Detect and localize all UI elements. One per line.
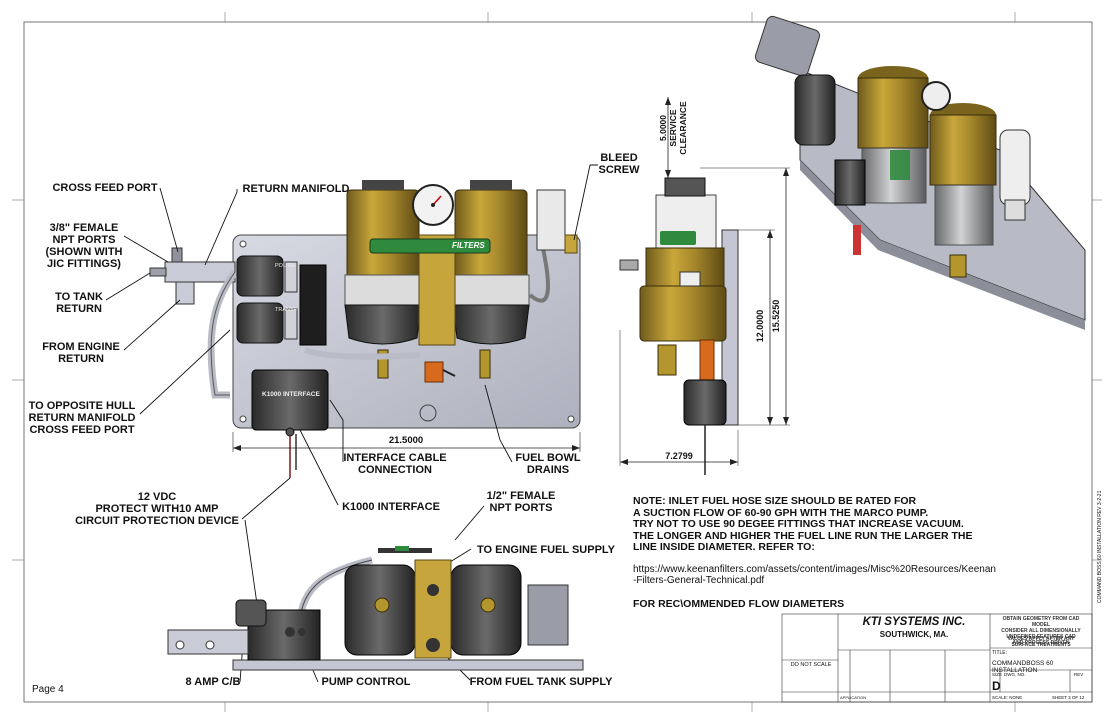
isometric-view: [754, 15, 1086, 330]
note-footer: FOR REC\OMMENDED FLOW DIAMETERS: [633, 597, 845, 610]
filters-badge-label: FILTERS: [452, 241, 485, 250]
side-code: COMMAND BOSS 60 INSTALLATION REV 3-2-21: [1097, 490, 1103, 603]
bottom-view: [167, 546, 584, 671]
company-name: KTI SYSTEMS INC.: [862, 616, 966, 628]
label-bleed-screw: BLEED SCREW: [598, 152, 640, 176]
filter-left-head: [346, 189, 420, 286]
dim-height-12-value: 12.0000: [755, 309, 765, 343]
scale-label: SCALE: NONE: [992, 695, 1023, 700]
label-npt-ports: 3/8" FEMALE NPT PORTS (SHOWN WITH JIC FI…: [45, 222, 123, 270]
company-city: SOUTHWICK, MA.: [879, 630, 949, 639]
k1000-box-label: K1000 INTERFACE: [262, 391, 320, 398]
page-label: Page 4: [32, 684, 64, 695]
dwg-label: DWG. NO.: [1004, 672, 1026, 677]
dim-depth-value: 7.2799: [665, 451, 693, 461]
dim-width-value: 21.5000: [388, 435, 424, 446]
note-line-3: TRY NOT TO USE 90 DEGEE FITTINGS THAT IN…: [633, 518, 964, 530]
side-view: [619, 97, 790, 475]
label-12vdc: 12 VDC PROTECT WITH10 AMP CIRCUIT PROTEC…: [75, 491, 239, 527]
label-pump-control: PUMP CONTROL: [321, 676, 411, 688]
valve-icon: [424, 361, 444, 383]
title-block: [781, 613, 1093, 703]
label-half-inch-ports: 1/2" FEMALE NPT PORTS: [486, 490, 556, 514]
note-url-2: -Filters-General-Technical.pdf: [633, 575, 765, 586]
sheet-border: [23, 21, 1093, 703]
label-cross-feed-port: CROSS FEED PORT: [52, 182, 158, 194]
filters-badge: [369, 238, 491, 254]
side-filter-body: [639, 285, 727, 342]
label-amp-cb: 8 AMP C/B: [185, 676, 241, 688]
rev-label: REV: [1074, 672, 1084, 677]
filter-right-bowl: [452, 304, 530, 345]
title-label: TITLE:: [992, 650, 1008, 656]
front-view: [149, 180, 581, 478]
dim-height-15-value: 15.5250: [771, 299, 781, 333]
transfer-pump: [236, 302, 284, 344]
side-pump: [683, 379, 727, 426]
iso-filter-right: [929, 114, 997, 186]
k1000-box: [251, 369, 329, 431]
polish-pump: [236, 255, 284, 297]
label-to-engine-fuel: TO ENGINE FUEL SUPPLY: [477, 544, 615, 556]
iso-filter-left: [857, 77, 929, 149]
label-fuel-bowl-drains: FUEL BOWL DRAINS: [515, 452, 581, 476]
note-line-1: NOTE: INLET FUEL HOSE SIZE SHOULD BE RAT…: [633, 495, 917, 507]
dim-service-value: 5.0000 SERVICE CLEARANCE: [658, 101, 688, 155]
label-to-tank-return: TO TANK RETURN: [55, 291, 103, 315]
label-opposite-hull: TO OPPOSITE HULL RETURN MANIFOLD CROSS F…: [28, 400, 136, 436]
fitting-icon: [374, 597, 390, 613]
do-not-scale: DO NOT SCALE: [790, 662, 832, 668]
filter-right-head: [454, 189, 528, 286]
leader-lines: [105, 164, 598, 683]
size-value: D: [992, 679, 1001, 693]
note-line-5: LINE INSIDE DIAMETER. REFER TO:: [633, 541, 815, 553]
label-return-manifold: RETURN MANIFOLD: [242, 183, 350, 195]
control-strip: [299, 264, 327, 346]
zone-ticks: [12, 12, 1102, 712]
note-block: NOTE: INLET FUEL HOSE SIZE SHOULD BE RAT…: [633, 495, 1083, 610]
note-line-2: A SUCTION FLOW OF 60-90 GPH WITH THE MAR…: [633, 506, 929, 519]
filter-left-bowl: [344, 304, 422, 345]
bottom-plate: [232, 659, 584, 671]
note-line-4: THE LONGER AND HIGHER THE FUEL LINE RUN …: [633, 529, 973, 542]
sheet-label: SHEET 3 OF 12: [1052, 695, 1085, 700]
polish-label: POLISH: [275, 263, 296, 269]
label-k1000-interface: K1000 INTERFACE: [342, 501, 440, 513]
return-manifold-block: [164, 261, 236, 283]
transfer-label: TRANSF: [275, 307, 297, 313]
label-from-fuel-tank: FROM FUEL TANK SUPPLY: [469, 676, 613, 688]
note-url-1: https://www.keenanfilters.com/assets/con…: [633, 563, 996, 575]
size-label: SIZE: [992, 672, 1003, 677]
label-interface-cable: INTERFACE CABLE CONNECTION: [343, 452, 447, 476]
values-note: VALUES APPLY AFTER ANY SURFACE TREATMENT…: [1007, 636, 1075, 648]
label-from-engine-return: FROM ENGINE RETURN: [42, 341, 120, 365]
drawing-title: COMMANDBOSS 60 INSTALLATION: [992, 660, 1054, 674]
geometry-note: OBTAIN GEOMETRY FROM CAD MODEL CONSIDER …: [1001, 616, 1081, 646]
application-label: APPLICATION: [840, 695, 867, 700]
